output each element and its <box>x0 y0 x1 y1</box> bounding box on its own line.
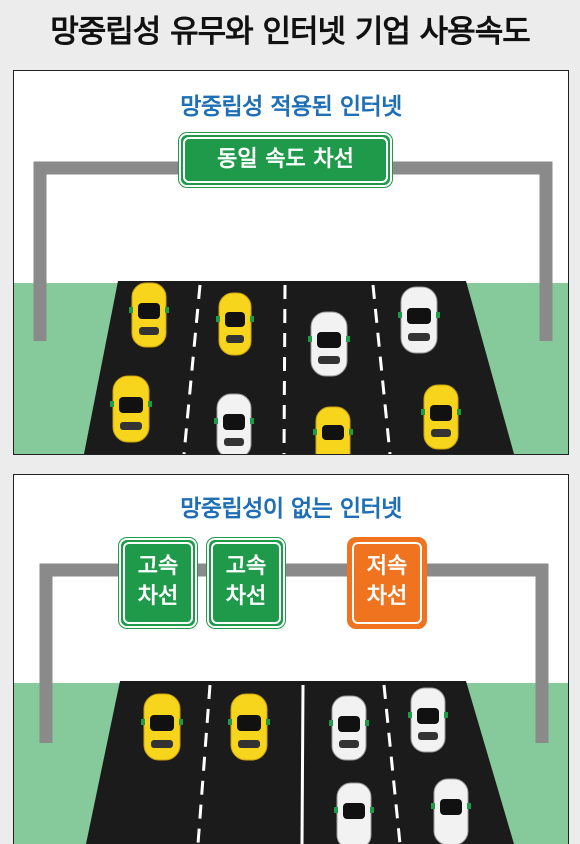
lane-divider-solid <box>300 684 305 844</box>
sign-border <box>183 137 388 183</box>
lane-divider <box>182 284 202 454</box>
car-white <box>214 393 254 454</box>
panel-with-net-neutrality: 망중립성 적용된 인터넷 동일 속도 차선 <box>13 70 569 455</box>
sign-slow-lane: 저속 차선 <box>348 538 426 628</box>
main-title: 망중립성 유무와 인터넷 기업 사용속도 <box>50 14 531 50</box>
sign-label: 동일 속도 차선 <box>217 147 354 172</box>
car-yellow <box>110 375 152 443</box>
car-yellow <box>129 282 169 348</box>
car-white <box>431 778 471 844</box>
sign-border <box>352 542 422 624</box>
car-white <box>329 695 369 761</box>
car-yellow <box>216 292 254 356</box>
sign-fast-lane: 고속 차선 <box>207 538 285 628</box>
sign-line: 저속 <box>366 554 408 579</box>
lane-divider <box>282 284 287 454</box>
road-scene-with-neutrality <box>14 161 568 454</box>
car-yellow <box>228 693 270 761</box>
sign-same-speed-lane: 동일 속도 차선 <box>179 133 392 187</box>
lane-divider <box>196 684 212 844</box>
lane-divider <box>371 284 392 454</box>
car-white <box>398 286 440 354</box>
panel-without-net-neutrality: 망중립성이 없는 인터넷 고속 차선 고속 차선 저속 차선 <box>13 474 569 844</box>
road-scene-without-neutrality <box>14 563 568 844</box>
gantry-frame <box>39 563 549 743</box>
panel-heading-with: 망중립성 적용된 인터넷 <box>180 94 402 120</box>
lane-divider <box>382 684 402 844</box>
sign-line: 고속 <box>137 554 179 579</box>
sign-text: 고속 차선 <box>207 552 285 612</box>
road <box>86 681 514 844</box>
sign-line: 차선 <box>225 584 267 609</box>
sign-border <box>123 542 193 624</box>
sign-fast-lane: 고속 차선 <box>119 538 197 628</box>
sign-text: 저속 차선 <box>348 552 426 612</box>
panel-heading-without: 망중립성이 없는 인터넷 <box>180 496 402 522</box>
sign-line: 차선 <box>366 584 408 609</box>
car-white <box>334 782 374 844</box>
sign-line: 차선 <box>137 584 179 609</box>
car-yellow <box>421 384 461 450</box>
car-white <box>408 687 448 753</box>
car-yellow <box>313 406 353 454</box>
sign-line: 고속 <box>225 554 267 579</box>
car-yellow <box>141 693 183 761</box>
sign-text: 고속 차선 <box>119 552 197 612</box>
car-white <box>308 311 350 377</box>
sign-border <box>211 542 281 624</box>
